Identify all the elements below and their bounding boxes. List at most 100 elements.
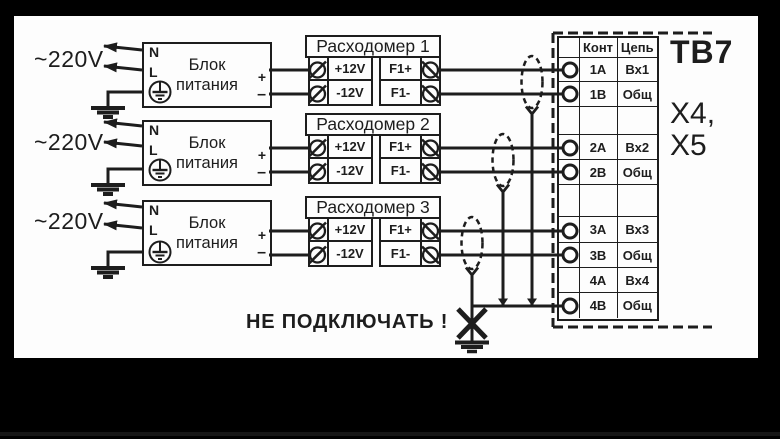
circuit-cell: Общ: [622, 86, 652, 102]
device-connectors-label: X4, X5: [670, 97, 716, 162]
flowmeter-power-terminals: +12V -12V: [308, 134, 373, 184]
circuit-cell: [618, 185, 658, 216]
contact-cell: [580, 107, 618, 134]
circuit-column-header: Цепь: [620, 40, 654, 55]
minus12v-label: -12V: [336, 246, 364, 261]
table-header-row: Конт Цепь: [559, 38, 657, 58]
table-row: 1В Общ: [559, 82, 657, 107]
flowmeter-title: Расходомер 1: [305, 35, 441, 58]
f1minus-label: F1-: [390, 85, 411, 100]
flowmeter-title: Расходомер 3: [305, 196, 441, 219]
output-minus-label: –: [257, 86, 266, 103]
contact-cell: 3В: [580, 243, 618, 267]
terminal-n-label: N: [149, 44, 160, 60]
screw-terminal-cell: [420, 159, 439, 182]
table-row: 3А Вх3: [559, 217, 657, 243]
terminal-cell: [559, 107, 580, 134]
table-spacer-row: [559, 107, 657, 135]
screw-terminal-cell: [420, 136, 439, 157]
output-plus-label: +: [257, 227, 266, 243]
terminal-l-label: L: [149, 64, 158, 80]
terminal-l-label: L: [149, 222, 158, 238]
circuit-cell: Вх4: [625, 272, 650, 288]
power-supply-name-line1: Блок: [188, 214, 226, 232]
tb7-connector-table: Конт Цепь 1А Вх1 1В Общ 2А Вх2 2В Общ 3А…: [557, 36, 659, 321]
flowmeter-signal-terminals: F1+ F1-: [379, 217, 441, 267]
screw-terminal-cell: [420, 242, 439, 265]
circuit-cell: Вх1: [625, 62, 650, 77]
circuit-cell: Общ: [622, 247, 652, 263]
screw-terminal-cell: [310, 58, 329, 79]
contact-cell: 1В: [580, 82, 618, 106]
plus12v-label: +12V: [334, 139, 366, 154]
power-supply-name-line1: Блок: [188, 134, 226, 152]
screw-terminal-cell: [310, 136, 329, 157]
contact-cell: 2В: [580, 160, 618, 184]
contact-cell: 4В: [580, 293, 618, 318]
terminal-cell: [559, 268, 580, 292]
flowmeter-signal-terminals: F1+ F1-: [379, 134, 441, 184]
output-plus-label: +: [257, 147, 266, 163]
device-name-label: ТВ7: [670, 34, 734, 70]
output-minus-label: –: [257, 244, 266, 261]
screw-terminal-cell: [310, 219, 329, 240]
table-row: 1А Вх1: [559, 58, 657, 82]
screw-terminal-cell: [310, 159, 329, 182]
circuit-cell: Вх3: [625, 222, 650, 237]
table-row: 4В Общ: [559, 293, 657, 318]
table-spacer-row: [559, 185, 657, 217]
flowmeter-power-terminals: +12V -12V: [308, 56, 373, 106]
flowmeter-block-3: Расходомер 3 +12V -12V F1+ F1-: [305, 196, 441, 267]
plus12v-label: +12V: [334, 61, 366, 76]
terminal-cell: [559, 82, 580, 106]
table-row: 4А Вх4: [559, 268, 657, 293]
power-supply-name-line2: питания: [176, 233, 238, 252]
screw-terminal-cell: [420, 58, 439, 79]
mains-voltage-label-3: ~220V: [34, 208, 104, 234]
circuit-cell: Вх2: [625, 139, 650, 155]
power-supply-name-line2: питания: [176, 75, 238, 94]
plus12v-label: +12V: [334, 222, 366, 237]
contact-cell: 1А: [580, 58, 618, 81]
circuit-cell: Общ: [622, 164, 652, 180]
flowmeter-title: Расходомер 2: [305, 113, 441, 136]
terminal-column-header: [559, 38, 580, 57]
power-supply-name-line1: Блок: [188, 56, 226, 74]
terminal-cell: [559, 160, 580, 184]
flowmeter-signal-terminals: F1+ F1-: [379, 56, 441, 106]
f1plus-label: F1+: [389, 139, 412, 154]
screw-terminal-cell: [310, 81, 329, 104]
contact-cell: 3А: [580, 217, 618, 242]
table-row: 2А Вх2: [559, 135, 657, 160]
screw-terminal-cell: [420, 219, 439, 240]
circuit-cell: Общ: [622, 298, 652, 313]
flowmeter-block-2: Расходомер 2 +12V -12V F1+ F1-: [305, 113, 441, 184]
minus12v-label: -12V: [336, 85, 364, 100]
do-not-connect-warning: НЕ ПОДКЛЮЧАТЬ !: [246, 311, 449, 333]
f1plus-label: F1+: [389, 61, 412, 76]
terminal-n-label: N: [149, 202, 160, 218]
f1minus-label: F1-: [390, 163, 411, 178]
contact-cell: [580, 185, 618, 216]
f1plus-label: F1+: [389, 222, 412, 237]
screw-terminal-cell: [310, 242, 329, 265]
terminal-l-label: L: [149, 142, 158, 158]
output-plus-label: +: [257, 69, 266, 85]
circuit-cell: [618, 107, 658, 134]
terminal-cell: [559, 185, 580, 216]
terminal-cell: [559, 217, 580, 242]
screw-terminal-cell: [420, 81, 439, 104]
flowmeter-block-1: Расходомер 1 +12V -12V F1+ F1-: [305, 35, 441, 106]
minus12v-label: -12V: [336, 163, 364, 178]
terminal-cell: [559, 58, 580, 81]
contact-column-header: Конт: [580, 38, 618, 57]
video-progress-strip: [0, 432, 780, 436]
terminal-cell: [559, 135, 580, 159]
